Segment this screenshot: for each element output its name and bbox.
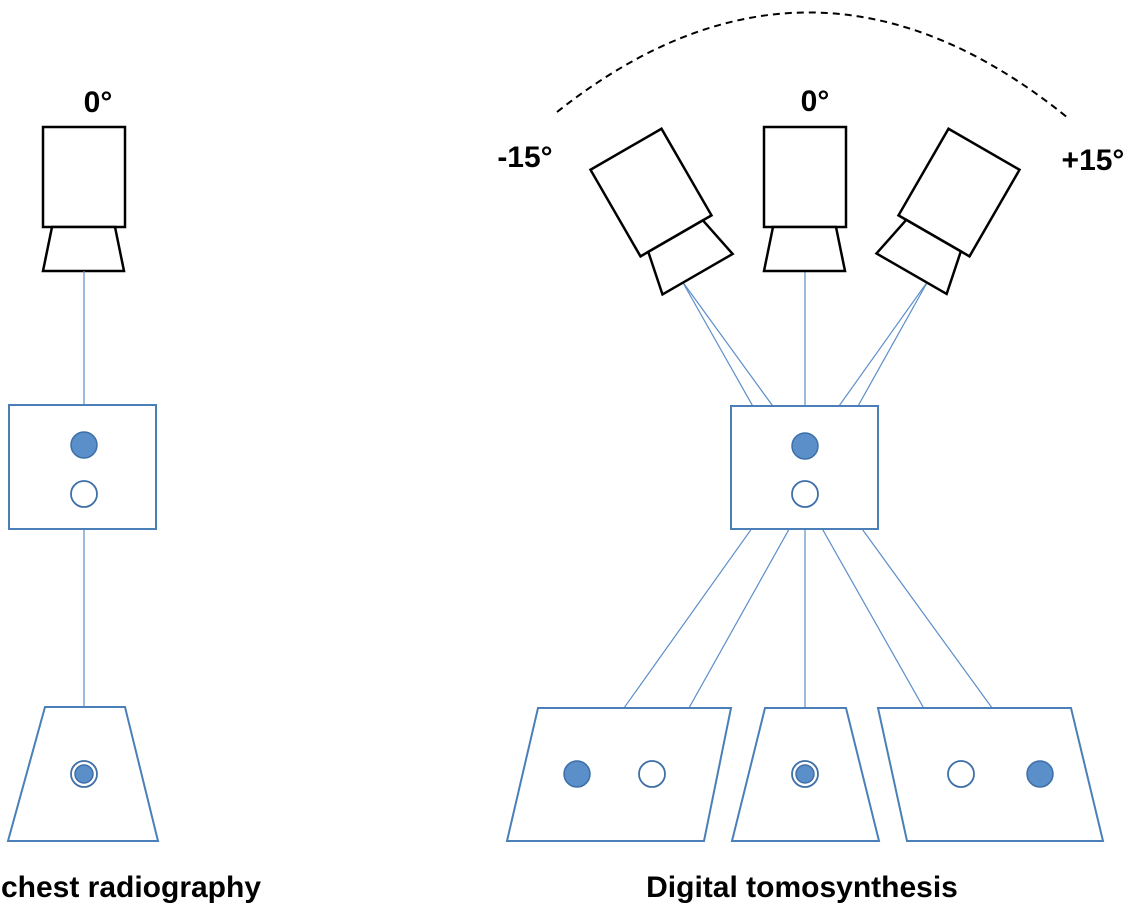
xray-tube-left-0deg bbox=[41, 125, 127, 273]
tube-collimator bbox=[646, 218, 735, 297]
lesion-upper bbox=[70, 431, 98, 459]
tube-collimator bbox=[762, 225, 847, 273]
tube-collimator bbox=[874, 218, 963, 296]
xray-tube-plus-15deg bbox=[874, 127, 1022, 296]
digital-tomosynthesis-caption: Digital tomosynthesis bbox=[646, 871, 958, 904]
digital-tomosynthesis-panel: -15° 0° +15° bbox=[497, 11, 1125, 904]
projected-lesion-lower-right bbox=[947, 760, 975, 788]
detector-plate-left bbox=[505, 707, 733, 842]
chest-radiography-panel: 0° chest radiography bbox=[1, 86, 261, 904]
detector-plate-right bbox=[876, 707, 1105, 842]
lesion-lower bbox=[70, 480, 98, 508]
left-angle-label: 0° bbox=[84, 86, 113, 119]
angle-label-0: 0° bbox=[801, 85, 830, 118]
patient-box bbox=[8, 404, 157, 530]
sweep-arc bbox=[556, 11, 1069, 119]
projected-lesion-upper-left bbox=[563, 760, 591, 788]
angle-label-plus-15: +15° bbox=[1062, 144, 1125, 177]
tube-body bbox=[762, 125, 848, 229]
projected-lesion-lower-left bbox=[638, 760, 666, 788]
projected-lesion-upper-right bbox=[1026, 760, 1054, 788]
angle-label-minus-15: -15° bbox=[497, 141, 552, 174]
xray-tube-minus-15deg bbox=[588, 127, 735, 297]
tube-collimator bbox=[41, 225, 126, 273]
projected-lesion-overlap-inner bbox=[795, 764, 815, 784]
tube-body bbox=[41, 125, 127, 229]
lesion-upper bbox=[791, 432, 819, 460]
patient-box bbox=[730, 405, 879, 530]
projected-lesion-overlap-inner bbox=[74, 764, 94, 784]
xray-tube-0deg bbox=[762, 125, 848, 273]
chest-radiography-caption: chest radiography bbox=[1, 871, 261, 904]
lesion-lower bbox=[791, 480, 819, 508]
